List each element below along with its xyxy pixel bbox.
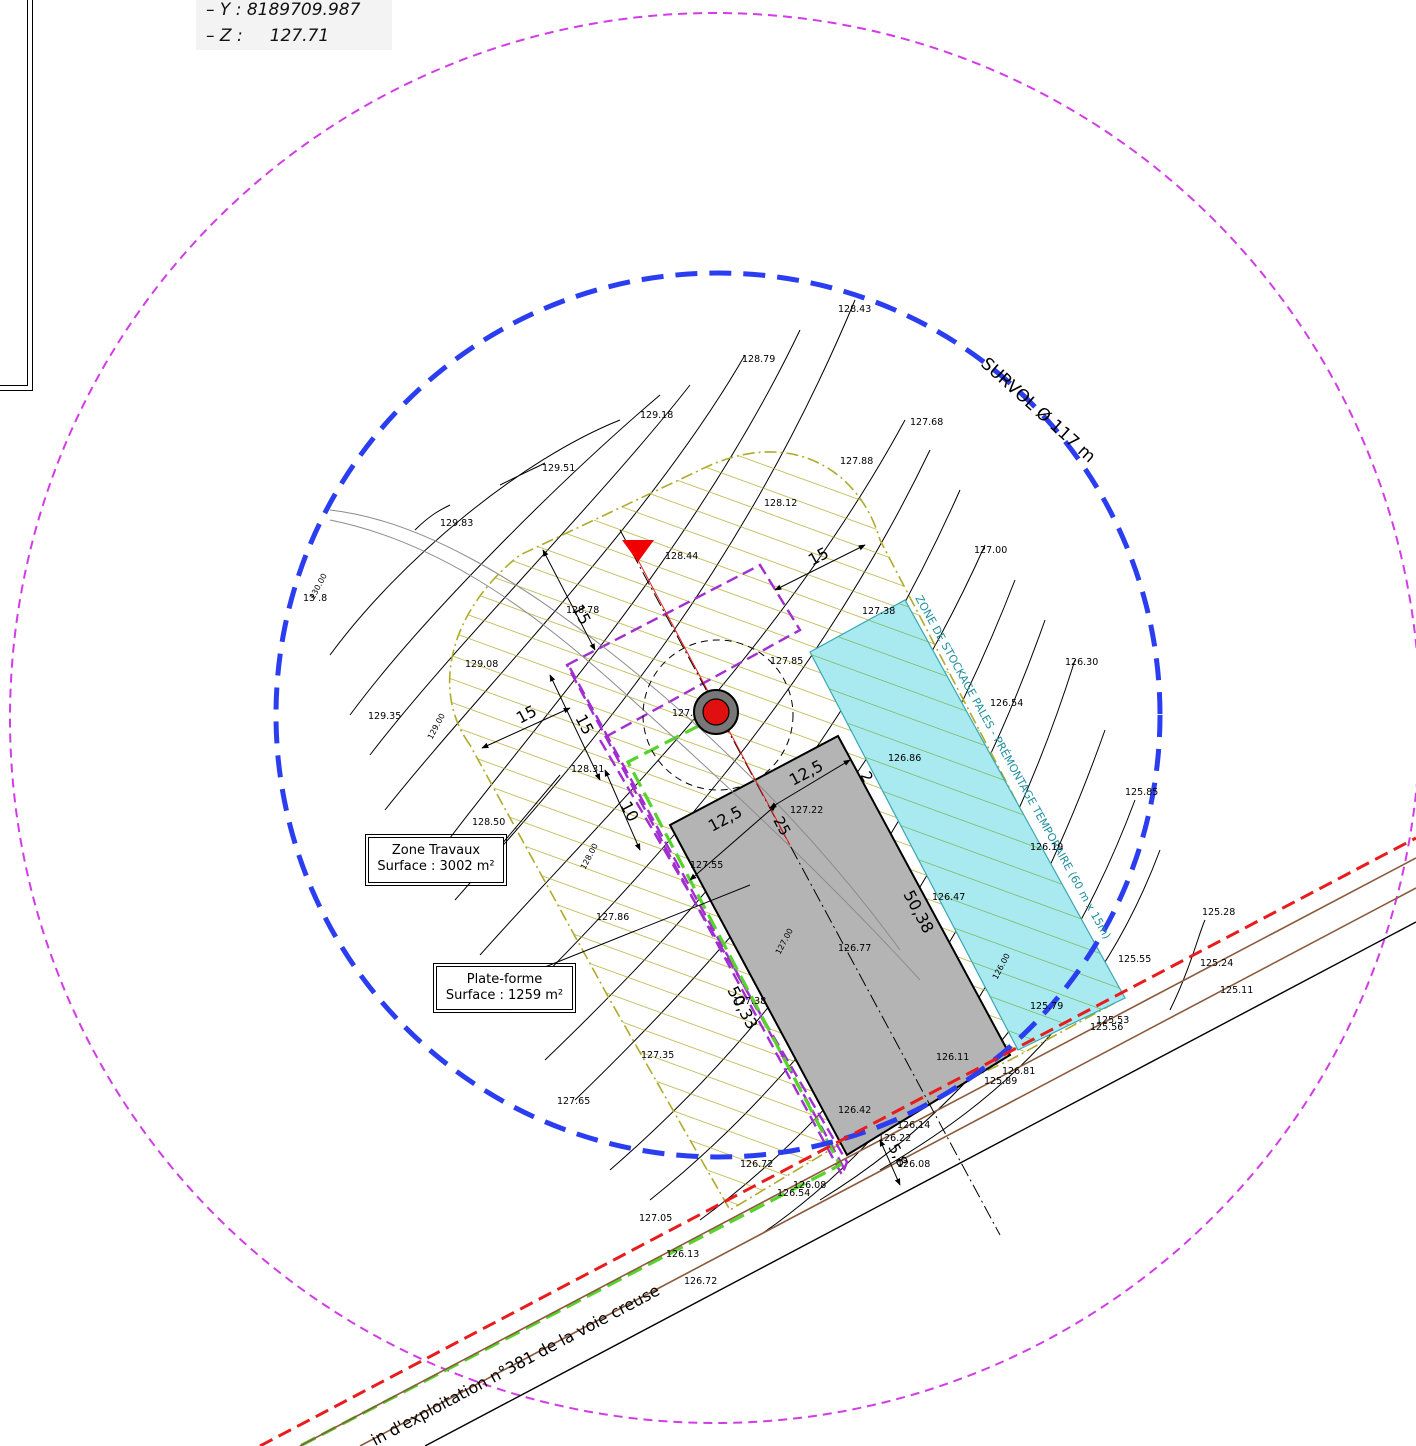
spot-height: 126.47	[932, 892, 965, 903]
spot-height: 127.88	[840, 456, 873, 467]
spot-height: 125.53	[1096, 1015, 1129, 1026]
access-track	[329, 509, 921, 981]
spot-height: 126.30	[1065, 657, 1098, 668]
contour-label: 129.00	[426, 712, 447, 741]
spot-height: 128.43	[838, 304, 871, 315]
spot-height: 127.38	[862, 606, 895, 617]
spot-height: 125.79	[1030, 1001, 1063, 1012]
spot-height: 126.72	[740, 1159, 773, 1170]
spot-height: 125.11	[1220, 985, 1253, 996]
outer-survey-circle	[9, 12, 1416, 1424]
spot-height: 126.14	[897, 1120, 930, 1131]
spot-height: 128.78	[566, 605, 599, 616]
spot-height: 125.28	[1202, 907, 1235, 918]
spot-height: 127.35	[641, 1050, 674, 1061]
spot-height: 128.12	[764, 498, 797, 509]
spot-height: 126.77	[838, 943, 871, 954]
spot-height: 127.05	[639, 1213, 672, 1224]
spot-height: 127.55	[690, 860, 723, 871]
purple-boundary	[565, 563, 849, 1178]
spot-height: 129.18	[640, 410, 673, 421]
spot-height: 125.55	[1118, 954, 1151, 965]
coordinates-panel: – Y : 8189709.987 – Z : 127.71	[196, 0, 392, 50]
spot-height: 126.72	[684, 1276, 717, 1287]
spot-height: 127.65	[557, 1096, 590, 1107]
spot-height: 127.68	[910, 417, 943, 428]
crane-radius	[642, 639, 794, 791]
spot-height: 126.22	[878, 1133, 911, 1144]
hta-cable	[299, 713, 843, 1446]
spot-height: 129.83	[440, 518, 473, 529]
spot-height: 125.85	[1125, 787, 1158, 798]
coordinate-z: – Z : 127.71	[206, 26, 330, 46]
plate-forme-title: Plate-forme	[466, 972, 543, 987]
survol-circle	[273, 270, 1163, 1160]
survol-label: SURVOL Ø 117 m	[977, 354, 1100, 467]
spot-height: 126.08	[897, 1159, 930, 1170]
spot-height: 126.11	[936, 1052, 969, 1063]
spot-heights: 128.43 128.79 129.18 127.68 129.51 127.8…	[303, 304, 1253, 1287]
spot-height: 126.42	[838, 1105, 871, 1116]
spot-height: 126.08	[793, 1180, 826, 1191]
north-arrow-icon	[622, 540, 654, 562]
legend-panel-edge	[0, 0, 33, 391]
plate-forme-surface: Surface : 1259 m²	[445, 988, 564, 1003]
turbine-mast	[702, 698, 730, 726]
spot-height: 125.89	[984, 1076, 1017, 1087]
coordinate-y: – Y : 8189709.987	[206, 0, 361, 20]
spot-height: 127.85	[770, 656, 803, 667]
spot-height: 127.	[672, 708, 693, 719]
spot-height: 129.51	[542, 463, 575, 474]
zone-travaux-surface: Surface : 3002 m²	[377, 859, 495, 874]
road-label: in d'exploitation n°381 de la voie creus…	[368, 1281, 663, 1446]
zone-travaux-title: Zone Travaux	[391, 843, 481, 858]
spot-height: 129.08	[465, 659, 498, 670]
spot-height: 127.22	[790, 805, 823, 816]
spot-height: 126.13	[666, 1249, 699, 1260]
spot-height: 129.35	[368, 711, 401, 722]
spot-height: 125.24	[1200, 958, 1233, 969]
spot-height: 127.00	[974, 545, 1007, 556]
spot-height: 128.79	[742, 354, 775, 365]
spot-height: 127.86	[596, 912, 629, 923]
spot-height: 128.31	[571, 764, 604, 775]
spot-height: 126.86	[888, 753, 921, 764]
spot-height: 126.54	[990, 698, 1023, 709]
spot-height: 13 .8	[303, 593, 327, 604]
axis-line	[619, 529, 1001, 1236]
spot-height: 126.19	[1030, 842, 1063, 853]
spot-height: 126.81	[1002, 1066, 1035, 1077]
spot-height: 125.56	[1090, 1022, 1123, 1033]
spot-height: 127.38	[733, 996, 766, 1007]
dimension-lines	[474, 544, 901, 1186]
zone-travaux-box: Zone Travaux Surface : 3002 m²	[365, 834, 507, 886]
plate-forme-box: Plate-forme Surface : 1259 m²	[433, 963, 576, 1013]
spot-height: 126.54	[777, 1188, 810, 1199]
spot-height: 128.50	[472, 817, 505, 828]
spot-height: 128.44	[665, 551, 698, 562]
